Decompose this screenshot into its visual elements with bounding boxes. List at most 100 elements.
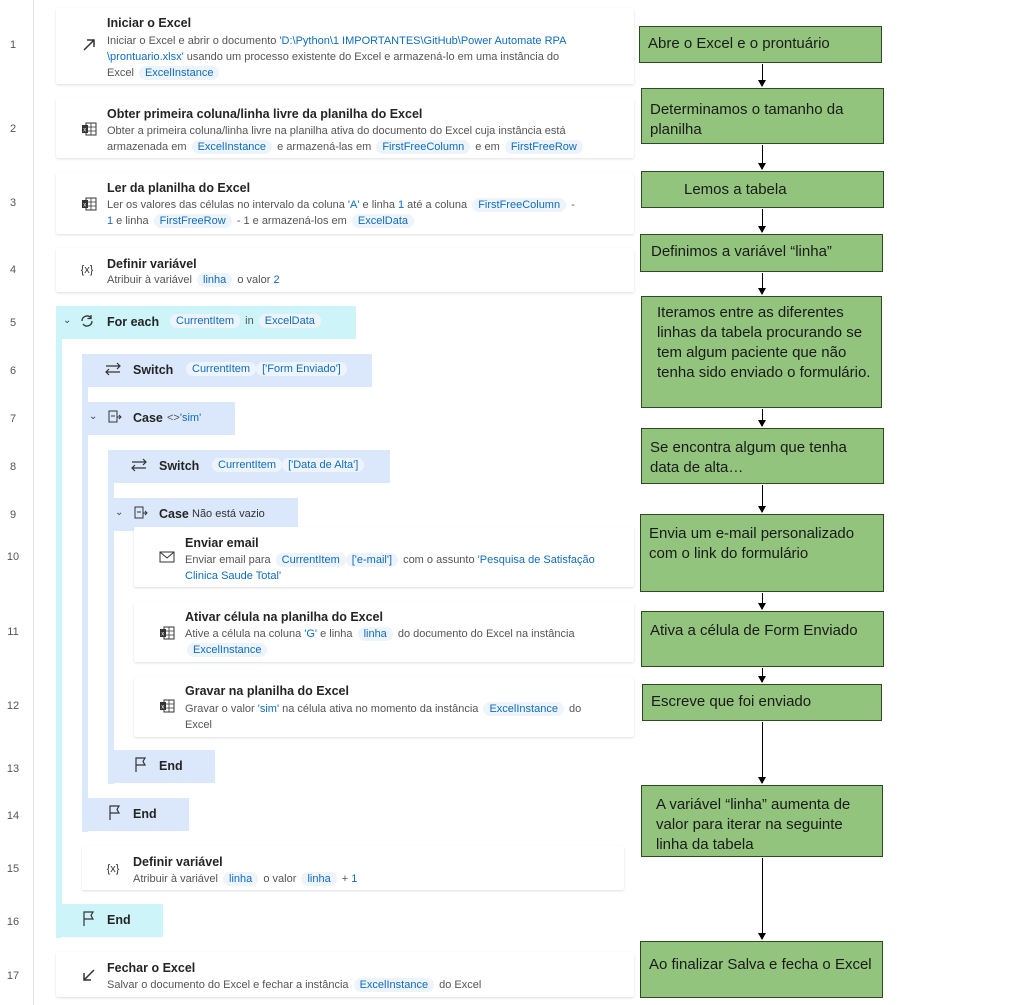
flow-arrow bbox=[758, 668, 766, 683]
flow-arrow bbox=[758, 64, 766, 87]
action-title: Obter primeira coluna/linha livre da pla… bbox=[107, 107, 423, 121]
variable-token[interactable]: FirstFreeColumn bbox=[472, 198, 567, 212]
action-case-not-empty[interactable]: ⌄ Case Não está vazio bbox=[108, 498, 298, 531]
chevron-down-icon[interactable]: ⌄ bbox=[89, 411, 98, 422]
action-description: Atribuir à variável linha o valor linha … bbox=[133, 872, 358, 886]
variable-token[interactable]: FirstFreeRow bbox=[504, 140, 583, 154]
flow-arrow bbox=[758, 858, 766, 940]
excel-icon: x bbox=[80, 120, 98, 138]
chevron-down-icon[interactable]: ⌄ bbox=[63, 315, 72, 326]
variable-token[interactable]: ExcelInstance bbox=[483, 702, 564, 716]
action-write-worksheet[interactable]: x Gravar na planilha do Excel Gravar o v… bbox=[134, 677, 634, 737]
flow-arrow bbox=[758, 485, 766, 513]
action-title: Definir variável bbox=[133, 855, 223, 869]
variable-token[interactable]: ExcelInstance bbox=[187, 643, 268, 657]
email-icon bbox=[158, 548, 176, 566]
flow-box-read-table: Lemos a tabela bbox=[641, 171, 884, 208]
action-increment-variable[interactable]: {x} Definir variável Atribuir à variável… bbox=[82, 846, 624, 890]
flow-box-write-sent: Escreve que foi enviado bbox=[642, 684, 882, 721]
variable-token[interactable]: CurrentItem bbox=[170, 314, 241, 328]
line-number: 5 bbox=[9, 317, 17, 329]
action-get-first-free[interactable]: x Obter primeira coluna/linha livre da p… bbox=[56, 98, 634, 158]
action-launch-excel[interactable]: Iniciar o Excel Iniciar o Excel e abrir … bbox=[56, 8, 634, 84]
variable-token[interactable]: ExcelInstance bbox=[138, 66, 220, 80]
action-send-email[interactable]: Enviar email Enviar email para CurrentIt… bbox=[134, 527, 634, 587]
variable-token[interactable]: FirstFreeColumn bbox=[376, 140, 471, 154]
flow-box-increment-line: A variável “linha” aumenta de valor para… bbox=[641, 785, 883, 857]
action-title: Ler da planilha do Excel bbox=[107, 181, 251, 195]
action-params: CurrentItem['Data de Alta'] bbox=[210, 457, 390, 473]
line-number: 17 bbox=[6, 970, 20, 982]
action-title: End bbox=[133, 807, 157, 821]
variable-token[interactable]: FirstFreeRow bbox=[153, 214, 232, 228]
variable-token[interactable]: ['e-mail'] bbox=[345, 553, 398, 567]
action-end-outer-switch[interactable]: End bbox=[82, 798, 189, 831]
excel-icon: x bbox=[80, 195, 98, 213]
variable-token[interactable]: CurrentItem bbox=[275, 553, 346, 567]
variable-icon: {x} bbox=[80, 264, 94, 276]
switch-data-block-rail bbox=[108, 452, 114, 784]
variable-token[interactable]: linha bbox=[197, 273, 233, 287]
flow-box-iterate-rows: Iteramos entre as diferentes linhas da t… bbox=[641, 296, 882, 408]
line-number: 10 bbox=[6, 551, 20, 563]
action-description: Enviar email para CurrentItem['e-mail'] … bbox=[185, 553, 595, 582]
action-end-inner-switch[interactable]: End bbox=[108, 750, 215, 783]
action-read-worksheet[interactable]: x Ler da planilha do Excel Ler os valore… bbox=[56, 173, 634, 234]
action-case-not-sim[interactable]: ⌄ Case <>'sim' bbox=[82, 402, 235, 435]
action-switch-form-enviado[interactable]: Switch CurrentItem['Form Enviado'] bbox=[82, 354, 372, 387]
action-end-for-each[interactable]: End bbox=[56, 904, 163, 937]
action-title: Definir variável bbox=[107, 257, 197, 271]
line-number: 2 bbox=[9, 123, 17, 135]
variable-token[interactable]: ExcelInstance bbox=[191, 140, 273, 154]
flow-box-define-variable: Definimos a variável “linha” bbox=[640, 234, 883, 272]
svg-text:x: x bbox=[83, 128, 86, 134]
svg-text:x: x bbox=[161, 705, 164, 711]
variable-token[interactable]: CurrentItem bbox=[186, 362, 257, 376]
action-for-each[interactable]: ⌄ For each CurrentItem in ExcelData bbox=[56, 306, 356, 339]
action-close-excel[interactable]: Fechar o Excel Salvar o documento do Exc… bbox=[56, 952, 634, 997]
line-number: 11 bbox=[7, 626, 19, 638]
switch-icon bbox=[130, 456, 148, 474]
action-activate-cell[interactable]: x Ativar célula na planilha do Excel Ati… bbox=[134, 602, 634, 662]
line-number: 16 bbox=[6, 916, 20, 928]
flow-arrow bbox=[758, 145, 766, 170]
flow-box-discharge-date: Se encontra algum que tenha data de alta… bbox=[641, 428, 884, 484]
variable-token[interactable]: linha bbox=[357, 627, 393, 641]
variable-token[interactable]: CurrentItem bbox=[212, 458, 283, 472]
flow-arrow bbox=[758, 722, 766, 784]
action-title: Fechar o Excel bbox=[107, 961, 196, 975]
line-number: 7 bbox=[9, 413, 17, 425]
end-flag-icon bbox=[106, 804, 124, 822]
line-number: 4 bbox=[9, 264, 17, 276]
loop-icon bbox=[78, 312, 96, 330]
variable-token[interactable]: ExcelData bbox=[258, 314, 321, 328]
switch-form-block-rail bbox=[82, 356, 88, 832]
line-number: 15 bbox=[6, 863, 20, 875]
action-params: Não está vazio bbox=[192, 508, 265, 520]
close-excel-icon bbox=[80, 966, 98, 984]
variable-token[interactable]: ['Form Enviado'] bbox=[256, 362, 347, 376]
action-switch-data-alta[interactable]: Switch CurrentItem['Data de Alta'] bbox=[108, 450, 390, 483]
variable-token[interactable]: ['Data de Alta'] bbox=[282, 458, 365, 472]
action-title: Case bbox=[159, 507, 189, 521]
variable-token[interactable]: ExcelData bbox=[351, 214, 414, 228]
action-title: Iniciar o Excel bbox=[107, 16, 192, 30]
action-title: Switch bbox=[159, 459, 200, 473]
variable-icon: {x} bbox=[106, 863, 120, 875]
flow-arrow bbox=[758, 209, 766, 233]
end-flag-icon bbox=[80, 910, 98, 928]
case-icon bbox=[106, 408, 124, 426]
chevron-down-icon[interactable]: ⌄ bbox=[115, 507, 124, 518]
variable-token[interactable]: ExcelInstance bbox=[353, 978, 435, 992]
action-title: For each bbox=[107, 315, 160, 329]
line-number: 8 bbox=[9, 461, 17, 473]
action-description: Gravar o valor 'sim' na célula ativa no … bbox=[185, 702, 582, 731]
flow-box-open-excel: Abre o Excel e o prontuário bbox=[639, 26, 882, 63]
switch-icon bbox=[104, 360, 122, 378]
action-title: Switch bbox=[133, 363, 174, 377]
action-params: CurrentItem['Form Enviado'] bbox=[184, 361, 374, 377]
variable-token[interactable]: linha bbox=[301, 872, 337, 886]
action-title: End bbox=[107, 913, 131, 927]
variable-token[interactable]: linha bbox=[223, 872, 259, 886]
action-set-variable[interactable]: {x} Definir variável Atribuir à variável… bbox=[56, 248, 634, 292]
